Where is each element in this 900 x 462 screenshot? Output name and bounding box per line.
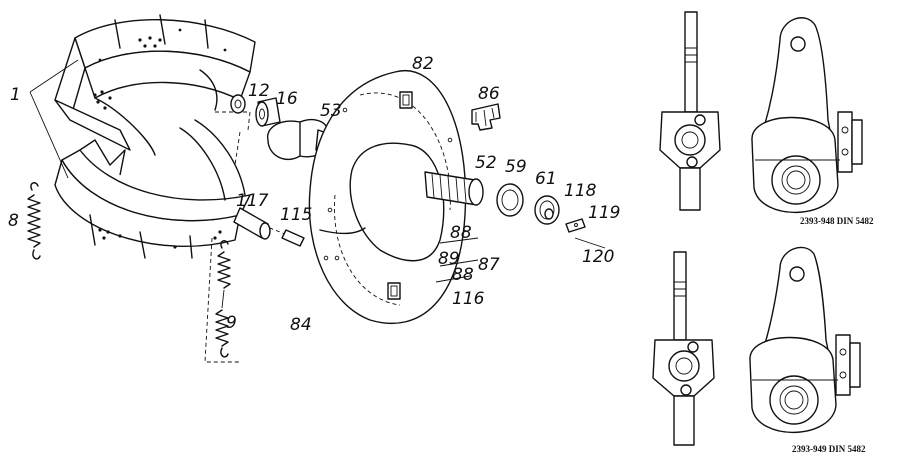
slack-adjuster-top-right (751, 17, 863, 214)
label-82: 82 (412, 54, 434, 74)
backing-plate-82 (308, 69, 467, 325)
label-115: 115 (280, 205, 312, 225)
return-spring-8 (27, 182, 41, 260)
bushing-12 (230, 94, 246, 114)
slack-adjuster-top-left (659, 11, 721, 211)
caption-bottom-adjuster: 2393-949 DIN 5482 (792, 444, 866, 454)
label-118: 118 (564, 181, 597, 201)
label-53: 53 (320, 101, 342, 121)
label-1: 1 (10, 85, 21, 105)
label-12: 12 (248, 81, 270, 101)
washer-59 (496, 183, 524, 217)
key-119 (565, 218, 586, 233)
label-116: 116 (452, 289, 485, 309)
clip-86 (471, 103, 501, 131)
label-8: 8 (8, 211, 19, 231)
upper-brake-shoe (54, 14, 256, 156)
label-59: 59 (505, 157, 527, 177)
label-87: 87 (478, 255, 500, 275)
label-88-upper: 88 (450, 223, 472, 243)
splined-shaft-52 (424, 171, 484, 206)
pin-115 (281, 229, 305, 247)
part-labels: 1 8 9 12 16 53 82 84 86 52 59 61 118 119… (8, 54, 620, 335)
caption-top-adjuster: 2393-948 DIN 5482 (800, 216, 874, 226)
label-84: 84 (290, 315, 312, 335)
slack-adjuster-bottom-left (652, 251, 715, 446)
lower-brake-shoe (54, 119, 251, 259)
bushing-16 (255, 97, 281, 127)
label-16: 16 (276, 89, 298, 109)
label-119: 119 (588, 203, 620, 223)
label-120: 120 (582, 247, 614, 267)
label-89: 89 (438, 249, 460, 269)
slack-adjuster-bottom-right (749, 246, 861, 434)
label-88-lower: 88 (452, 265, 474, 285)
label-117: 117 (236, 191, 269, 211)
pin-117 (233, 207, 271, 240)
label-86: 86 (478, 84, 500, 104)
ring-118 (544, 208, 554, 220)
label-61: 61 (535, 169, 557, 189)
label-52: 52 (475, 153, 497, 173)
label-9: 9 (226, 313, 237, 333)
return-spring-9 (204, 237, 240, 363)
